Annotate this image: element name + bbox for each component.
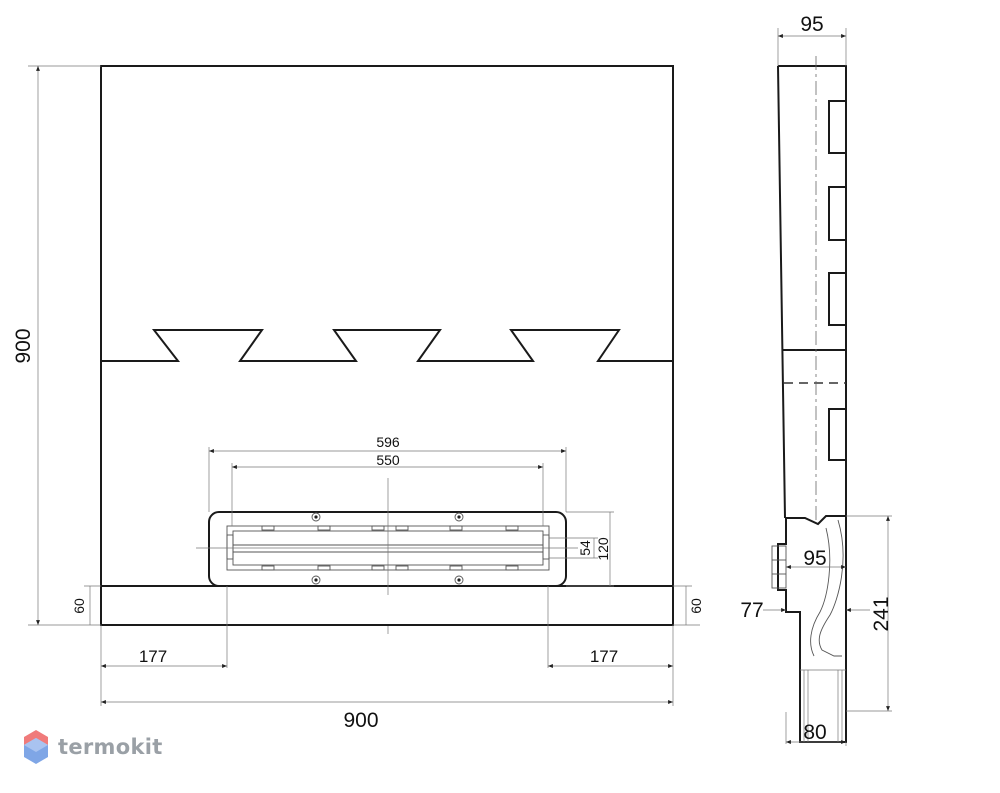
drain-plate: [208, 511, 567, 587]
front-view: 596 550 54 120 900 60 60 177: [12, 65, 704, 732]
dim-drain-outer: 596: [376, 434, 400, 450]
dim-height-total: 900: [12, 328, 35, 363]
screw-icons: [311, 512, 464, 585]
channel-cap-right: [542, 534, 550, 560]
side-profile: [777, 65, 847, 743]
brand-name: termokit: [58, 735, 163, 759]
dim-base-right: 60: [688, 598, 704, 614]
dim-channel-outer: 120: [595, 537, 611, 561]
channel-tabs: [261, 525, 519, 571]
dim-depth-top: 95: [800, 13, 823, 36]
dim-drain-inner: 550: [376, 452, 400, 468]
brand-logo: termokit: [22, 728, 163, 766]
side-view: 95 95 77 241 80: [740, 13, 893, 746]
dim-outlet-height: 77: [740, 599, 763, 622]
dim-width-total: 900: [343, 709, 378, 732]
panel-outline: [100, 65, 674, 626]
dim-drain-height: 241: [870, 596, 893, 631]
siphon-curve: [810, 519, 844, 657]
dim-outlet-depth: 95: [803, 547, 826, 570]
hexagon-logo-icon: [24, 730, 48, 764]
dim-offset-left: 177: [139, 647, 167, 666]
pipe-section: [800, 669, 846, 742]
dovetail-joint: [101, 329, 673, 362]
channel-cap-left: [226, 534, 234, 560]
dim-offset-right: 177: [590, 647, 618, 666]
dim-base-left: 60: [71, 598, 87, 614]
dim-channel-inner: 54: [577, 540, 593, 556]
side-recesses: [828, 100, 846, 461]
dim-base-depth: 80: [803, 721, 826, 744]
